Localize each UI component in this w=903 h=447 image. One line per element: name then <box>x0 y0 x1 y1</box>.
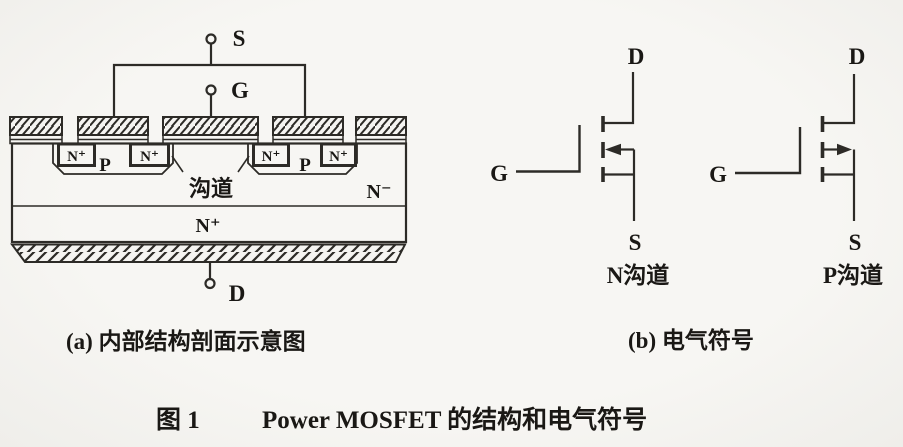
p-well-label: P <box>299 155 311 176</box>
arrow-out <box>837 143 852 156</box>
source-arm <box>604 149 636 221</box>
gate-electrode <box>516 125 581 173</box>
p-channel-symbol <box>735 74 856 221</box>
source-arm <box>823 149 856 221</box>
n-plus-source-boxes <box>57 142 357 167</box>
drain-arm <box>824 74 856 125</box>
gate-electrode <box>735 127 802 175</box>
n-channel-label: N沟道 <box>607 262 670 288</box>
mosfet-cross-section <box>9 33 408 290</box>
source-terminal <box>112 33 307 117</box>
p-channel-label: P沟道 <box>823 262 883 288</box>
figure-caption-title: Power MOSFET 的结构和电气符号 <box>262 405 647 434</box>
n-channel-gate-label: G <box>490 161 508 186</box>
n-plus-source-label: N⁺ <box>329 149 348 165</box>
oxide-layers <box>9 134 407 145</box>
n-plus-substrate-label: N⁺ <box>196 215 221 237</box>
arrow-in <box>605 143 621 156</box>
source-terminal-label: S <box>233 26 246 51</box>
top-metal-blocks <box>9 116 407 136</box>
channel-label: 沟道 <box>189 176 233 201</box>
gate-terminal-label: G <box>231 78 249 103</box>
n-channel-source-label: S <box>629 230 642 255</box>
n-plus-source-label: N⁺ <box>67 149 86 165</box>
figure-caption-number: 图 1 <box>156 407 200 434</box>
panel-a-caption: (a) 内部结构剖面示意图 <box>66 328 306 354</box>
n-channel-symbol <box>516 72 636 221</box>
drain-terminal-label: D <box>229 281 246 306</box>
n-channel-drain-label: D <box>628 44 645 69</box>
silicon-body <box>10 142 408 244</box>
channel-leader-lines <box>171 155 250 173</box>
p-channel-gate-label: G <box>709 162 727 187</box>
drain-metal <box>10 243 407 263</box>
p-channel-source-label: S <box>849 230 862 255</box>
n-minus-drift-label: N⁻ <box>367 181 392 203</box>
p-channel-drain-label: D <box>849 44 866 69</box>
n-plus-source-label: N⁺ <box>140 149 159 165</box>
n-plus-source-label: N⁺ <box>262 149 281 165</box>
drain-arm <box>604 72 635 125</box>
gate-terminal <box>205 84 217 117</box>
p-well-label: P <box>99 155 111 176</box>
panel-b-caption: (b) 电气符号 <box>628 327 754 353</box>
drain-terminal <box>204 262 216 290</box>
